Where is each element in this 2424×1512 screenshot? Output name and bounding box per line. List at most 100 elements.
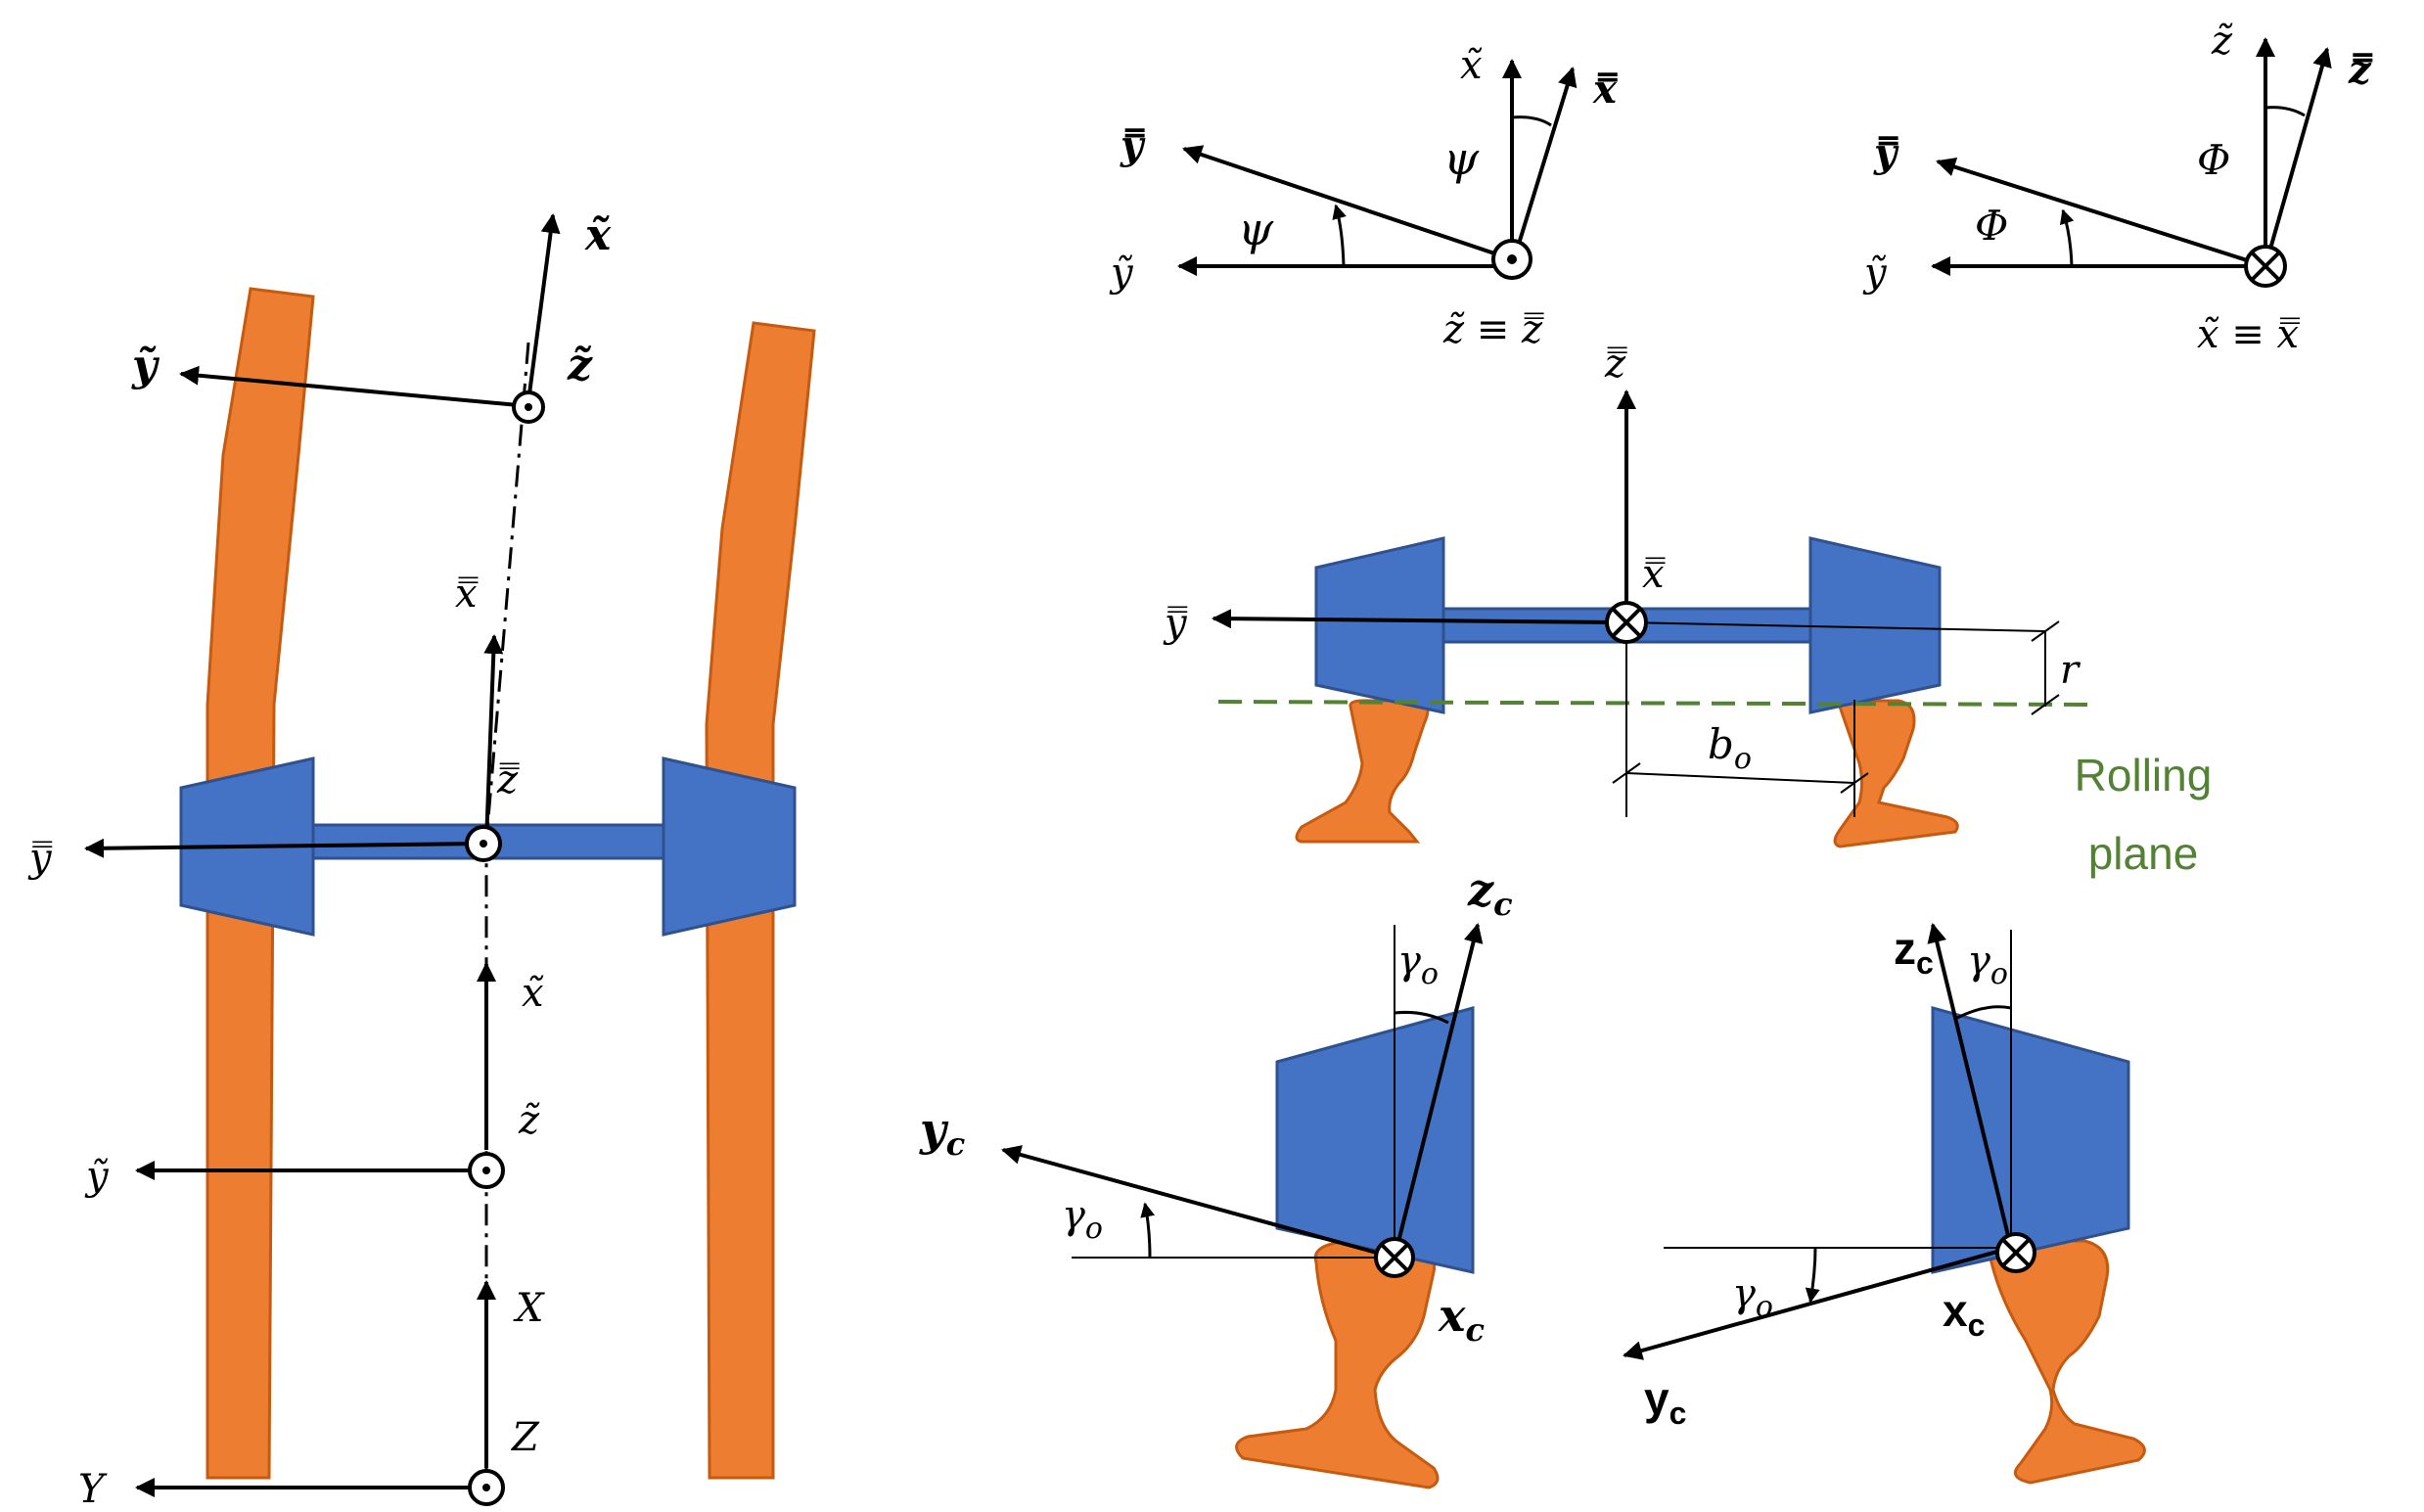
track-frame-x-arrow: [526, 213, 561, 402]
cross-icon: [2250, 251, 2281, 282]
contact-right-y-label: yc: [1644, 1373, 1686, 1431]
contact-left-angle-symbol-left: γ: [1062, 1193, 1085, 1238]
track-frame-x-label: x̃: [584, 210, 612, 260]
cross-icon: [1380, 1243, 1409, 1272]
contact-right-rail: [1989, 1239, 2146, 1485]
yaw-angle-label-top: ψ: [1443, 132, 1480, 185]
roll-angle-label-top: Φ: [2197, 136, 2230, 184]
contact-left-x-symbol: x: [1438, 1289, 1466, 1342]
wheelset-frame-x-label: x̿: [455, 572, 479, 617]
yaw-x-dbar-label: x̿: [1592, 67, 1618, 113]
contact-right-z-symbol: z: [1894, 923, 1916, 974]
contact-left-z-subscript: c: [1493, 886, 1512, 923]
half-gauge-dimension-line: [1625, 772, 1855, 784]
rolling-plane-label-line1: Rolling: [2075, 750, 2213, 801]
front-right-wheel: [1808, 536, 1942, 714]
roll-angle-label-left: Φ: [1975, 202, 2008, 250]
contact-right-y-subscript: c: [1669, 1396, 1687, 1431]
contact-left-z-arrow: [1393, 923, 1484, 1259]
contact-left-y-label: yc: [919, 1103, 965, 1163]
global-frame-y-label: Y: [78, 1467, 108, 1512]
wheelset-frame-z-label: z̿: [496, 757, 520, 802]
cross-icon: [1611, 607, 1642, 638]
front-y-label: y̿: [1163, 601, 1188, 646]
roll-axis-label: x̃ ≡ x̿: [2197, 312, 2300, 357]
contact-left-angle-label-top: γo: [1397, 939, 1439, 991]
contact-right-angle-arc-top: [1956, 1005, 2012, 1020]
cross-icon: [2001, 1238, 2031, 1267]
contact-right-y-symbol: y: [1644, 1373, 1669, 1424]
contact-right-angle-symbol-top: γ: [1967, 939, 1990, 984]
yaw-angle-arc-left: [1332, 204, 1347, 267]
roll-angle-arc-left: [2059, 208, 2075, 267]
contact-right-x-label: xc: [1943, 1285, 1985, 1343]
front-left-rail: [1295, 699, 1430, 844]
half-gauge-label: bo: [1708, 720, 1752, 776]
track-frame-y-label: ỹ: [131, 341, 160, 390]
right-wheel: [662, 756, 797, 937]
half-gauge-symbol: b: [1708, 720, 1734, 768]
contact-right-angle-label-top: γo: [1967, 939, 2008, 991]
contact-left-x-label: xc: [1438, 1289, 1485, 1349]
front-right-rail: [1833, 699, 1959, 848]
contact-right-z-arrow: [1927, 923, 2013, 1249]
contact-left-angle-arc-left: [1140, 1202, 1156, 1259]
contact-left-z-label: zc: [1467, 863, 1513, 923]
yaw-axis-label: z̃ ≡ z̿: [1442, 307, 1544, 352]
front-y-arrow: [1212, 609, 1616, 629]
dot-icon: [480, 840, 487, 848]
dot-icon: [482, 1167, 490, 1174]
contact-right-z-label: zc: [1894, 923, 1934, 981]
track-frame-z-label: z̃: [567, 341, 593, 390]
contact-left-z-symbol: z: [1467, 863, 1494, 916]
axle-center-line: [1625, 621, 2046, 632]
contact-right-angle-symbol-bottom: γ: [1732, 1271, 1756, 1316]
yaw-x-dbar-arrow: [1510, 67, 1578, 267]
roll-y-tilde-label: ỹ: [1862, 251, 1888, 296]
contact-right-angle-label-bottom: γo: [1732, 1271, 1773, 1324]
tick-icon: [2031, 620, 2060, 642]
radius-label: r: [2060, 648, 2081, 693]
contact-right-angle-subscript-top: o: [1990, 957, 2008, 991]
roll-z-dbar-arrow: [2264, 47, 2332, 267]
yaw-angle-arc-top: [1511, 115, 1552, 127]
contact-right-x-subscript: c: [1968, 1307, 1986, 1343]
tick-icon: [1612, 762, 1641, 784]
contact-frame-left: zc yc xc γo γo: [919, 863, 1513, 1489]
contact-left-y-symbol: y: [919, 1103, 949, 1156]
rolling-plane-label-line2: plane: [2088, 828, 2199, 879]
track-frame-y-arrow: [179, 365, 529, 408]
contact-left-angle-label-left: γo: [1062, 1193, 1103, 1246]
global-frame-x-label: X: [513, 1286, 545, 1331]
tick-icon: [2031, 694, 2060, 715]
contact-right-angle-arc-bottom: [1805, 1247, 1820, 1304]
yaw-y-dbar-label: y̿: [1120, 122, 1146, 168]
contact-right-x-symbol: x: [1943, 1285, 1968, 1336]
wheelset-frame-y-label: y̿: [27, 836, 53, 881]
roll-y-dbar-label: y̿: [1873, 130, 1899, 176]
roll-z-tilde-label: z̃: [2211, 19, 2233, 64]
yaw-rotation-diagram: x̃ x̿ y̿ ỹ ψ ψ z̃ ≡ z̿: [1109, 43, 1618, 352]
front-x-label: x̿: [1642, 552, 1666, 597]
contact-left-angle-arc-top: [1394, 1011, 1449, 1025]
wheelset-frame-x-arrow: [483, 634, 504, 843]
contact-left-angle-subscript-top: o: [1421, 957, 1439, 991]
contact-right-wheel: [1931, 1006, 2130, 1274]
roll-y-dbar-arrow: [1936, 157, 2266, 268]
global-frame-z-label: Z: [510, 1415, 540, 1460]
dot-icon: [1507, 254, 1517, 264]
half-gauge-subscript: o: [1734, 742, 1752, 776]
contact-left-angle-symbol-top: γ: [1397, 939, 1421, 984]
contact-frame-right: zc yc xc γo γo: [1623, 923, 2146, 1485]
rolling-plane-line: [1217, 700, 2090, 707]
contact-left-rail: [1235, 1239, 1440, 1489]
mid-frame-y-label: ỹ: [84, 1154, 110, 1199]
roll-angle-arc-top: [2264, 106, 2306, 117]
front-z-label: z̿: [1604, 342, 1627, 387]
contact-left-x-subscript: c: [1465, 1311, 1484, 1349]
wheelset-frame-y-arrow: [84, 838, 480, 858]
front-view-diagram: z̿ x̿ y̿ r bo Rolling plane: [1163, 342, 2212, 879]
yaw-y-tilde-label: ỹ: [1109, 251, 1134, 296]
yaw-x-tilde-label: x̃: [1460, 43, 1483, 88]
roll-rotation-diagram: z̃ z̿ y̿ ỹ Φ Φ x̃ ≡ x̿: [1862, 19, 2372, 357]
